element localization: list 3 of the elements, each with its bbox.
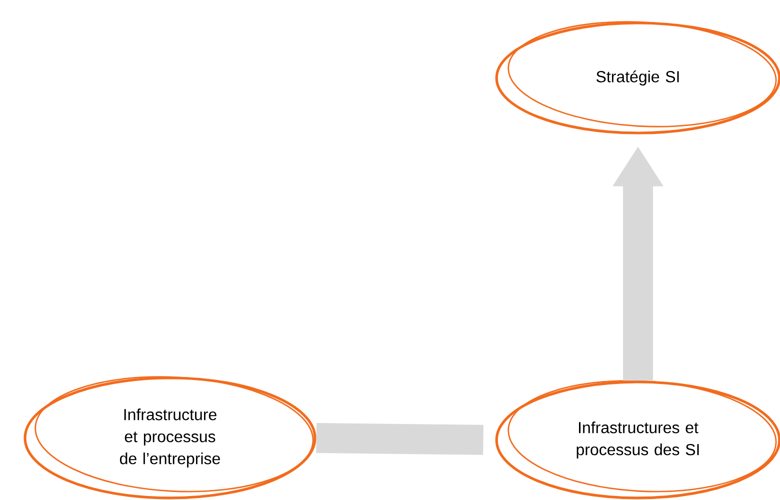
ellipse-node: Stratégie SI (495, 21, 780, 134)
ellipse-node: Infrastructure et processus de l’entreprise (24, 376, 316, 500)
ellipse-node: Infrastructures et processus des SI (495, 380, 780, 500)
